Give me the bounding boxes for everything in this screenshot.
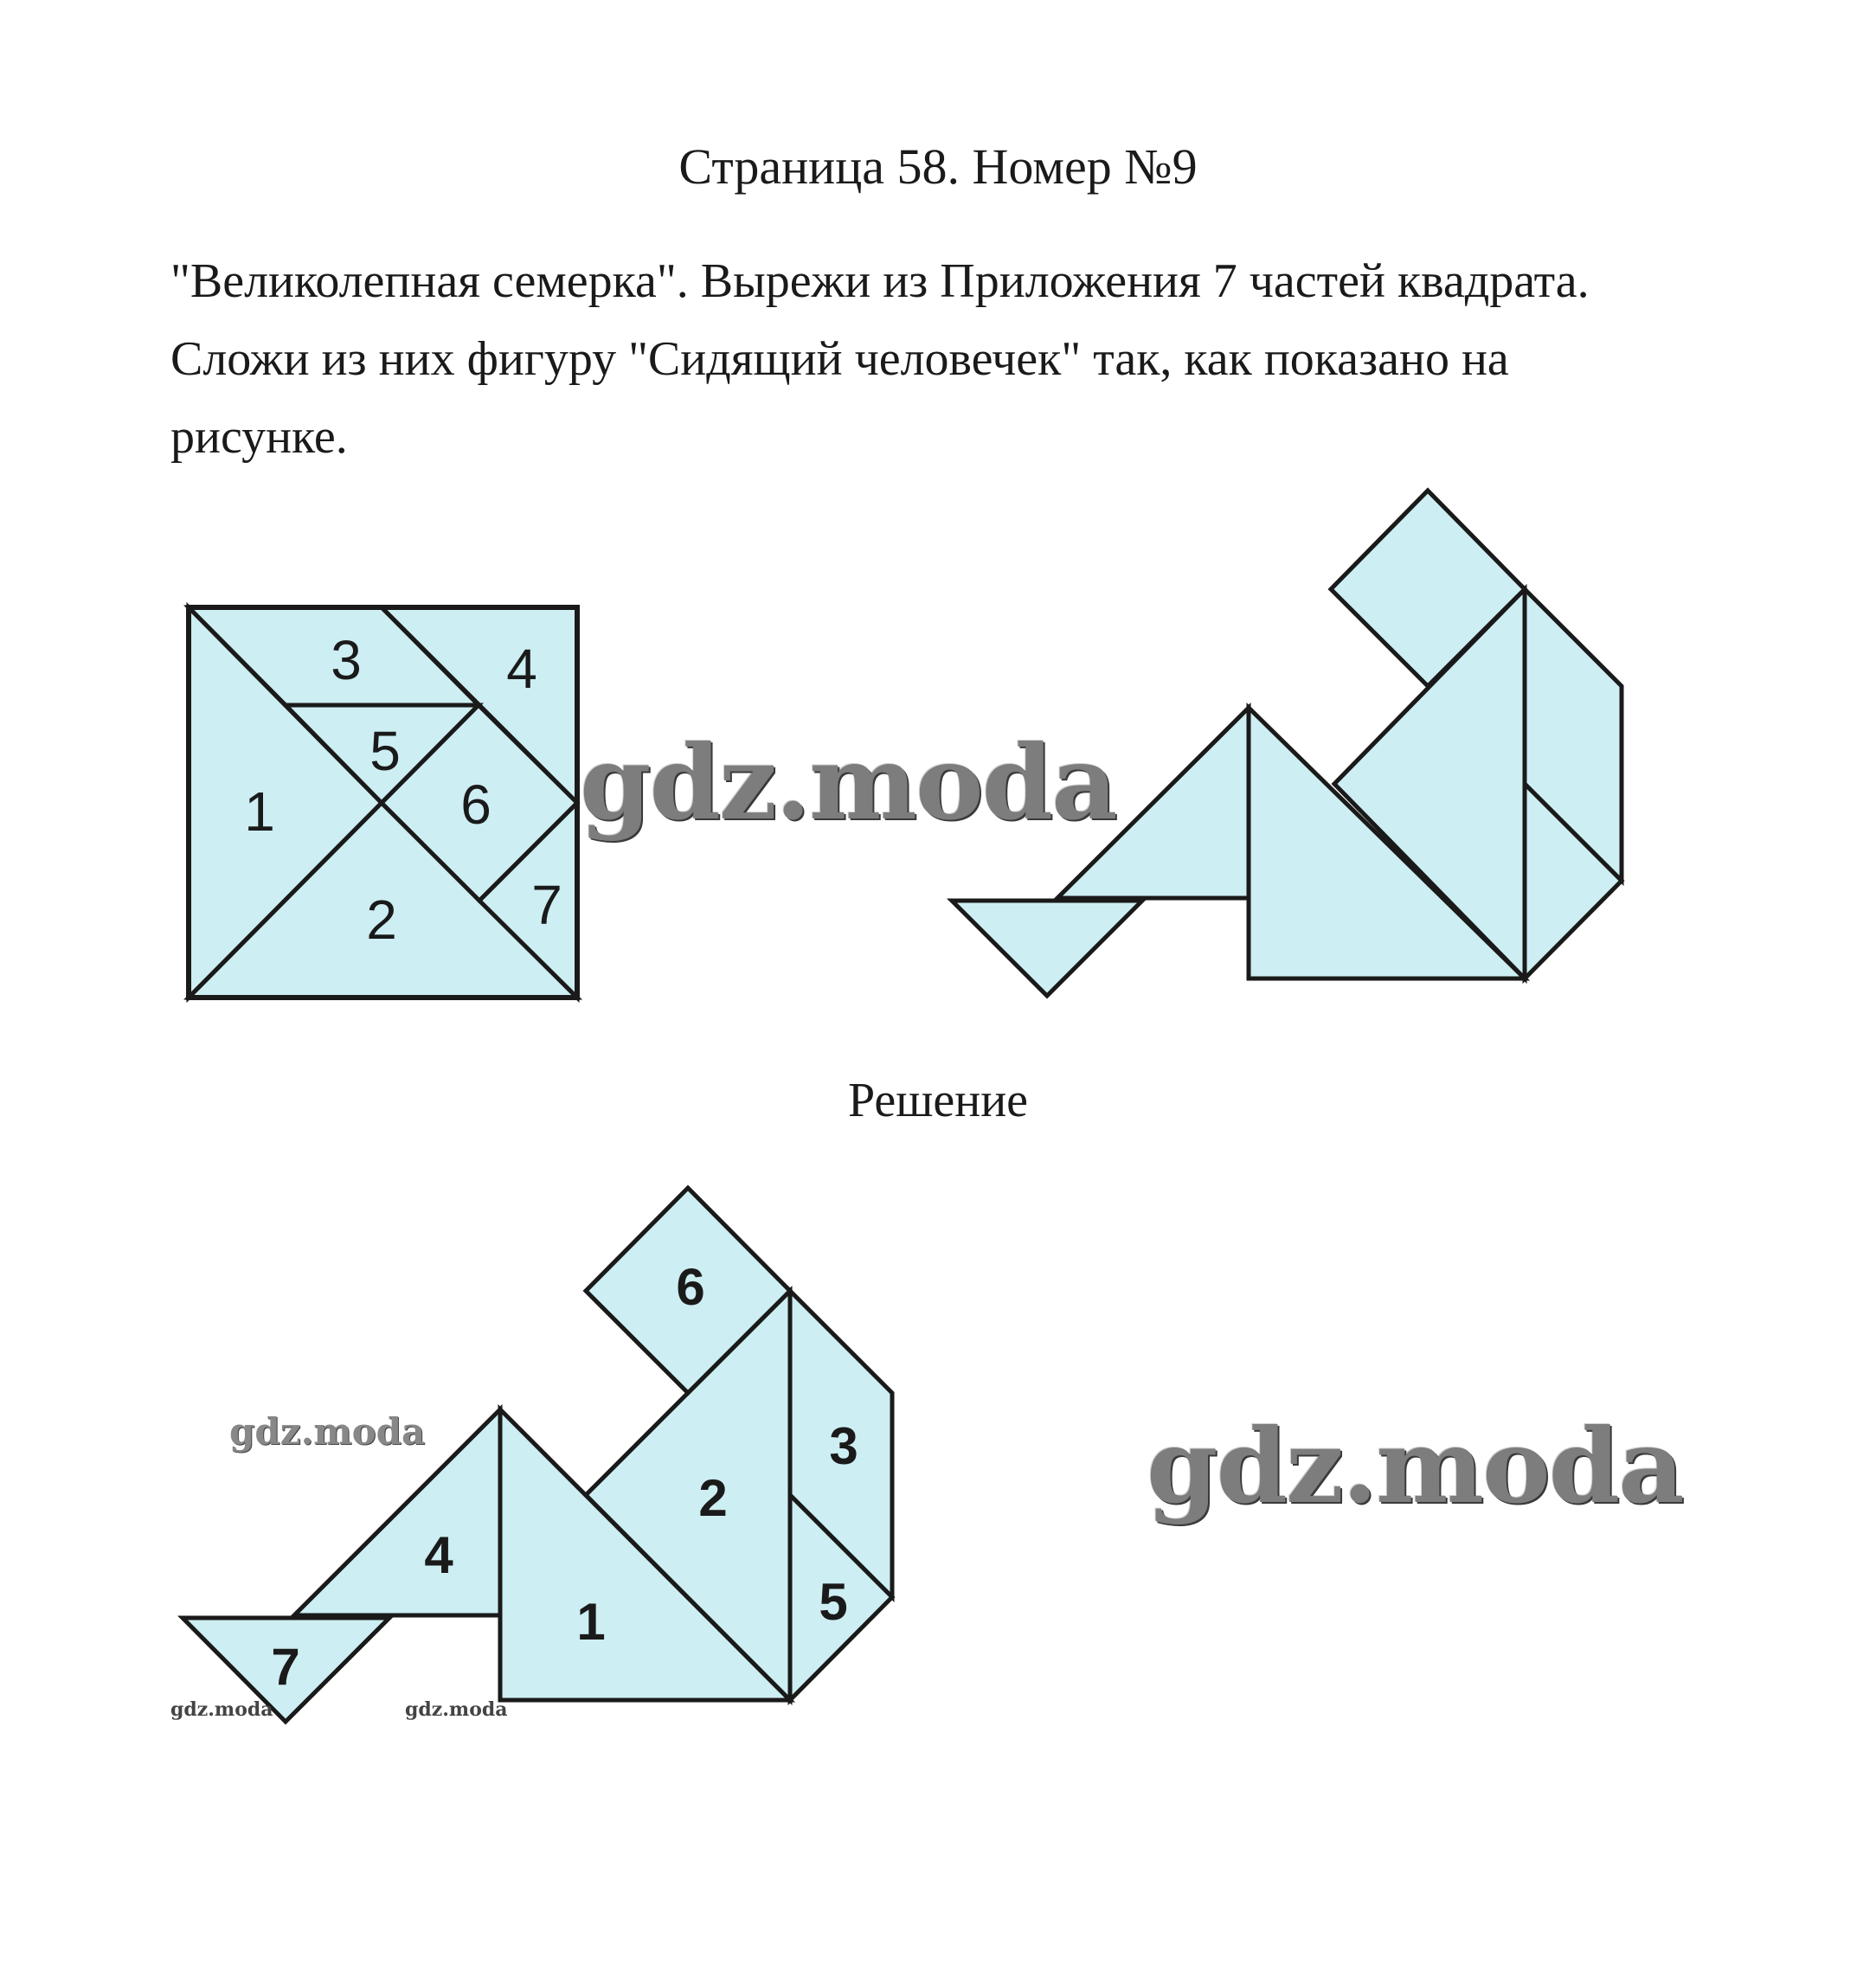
watermark-small-center: gdz.moda — [405, 1698, 508, 1721]
watermark-large-top: gdz.moda — [580, 722, 1118, 843]
watermark-large-right: gdz.moda — [1147, 1406, 1685, 1526]
example-piece-7 — [946, 898, 1148, 999]
solution-piece-7 — [177, 1615, 395, 1725]
square-label-3: 3 — [331, 629, 362, 691]
square-label-5: 5 — [369, 720, 401, 782]
solution-label-4: 4 — [424, 1526, 453, 1584]
square-label-1: 1 — [244, 780, 275, 843]
example-piece-5 — [1522, 778, 1625, 985]
task-line-2: Сложи из них фигуру "Сидящий человечек" … — [170, 332, 1509, 386]
example-piece-4 — [1051, 702, 1251, 901]
solution-figure: 1 2 3 4 5 6 7 — [177, 1184, 896, 1725]
square-label-2: 2 — [366, 889, 397, 951]
square-label-7: 7 — [531, 874, 562, 936]
task-line-3: рисунке. — [170, 410, 348, 464]
solution-title: Решение — [847, 1074, 1029, 1127]
square-label-4: 4 — [506, 638, 537, 700]
sitting-figure-example — [946, 487, 1625, 999]
solution-label-2: 2 — [698, 1469, 727, 1527]
solution-piece-6 — [582, 1184, 793, 1396]
solution-label-1: 1 — [576, 1593, 605, 1651]
solution-label-3: 3 — [829, 1417, 858, 1475]
solution-piece-5 — [787, 1489, 896, 1706]
solution-piece-4 — [288, 1403, 503, 1618]
page-title: Страница 58. Номер №9 — [678, 138, 1198, 195]
tangram-square: 1 2 3 4 5 6 7 — [183, 601, 583, 1004]
watermark-medium: gdz.moda — [229, 1410, 426, 1453]
task-line-1: "Великолепная семерка". Вырежи из Прилож… — [170, 254, 1590, 308]
solution-label-6: 6 — [676, 1258, 704, 1316]
example-piece-6 — [1327, 487, 1528, 690]
solution-label-5: 5 — [819, 1573, 847, 1631]
square-label-6: 6 — [460, 773, 491, 836]
task-text: "Великолепная семерка". Вырежи из Прилож… — [170, 242, 1745, 476]
watermark-small-left: gdz.moda — [170, 1698, 273, 1721]
solution-label-7: 7 — [271, 1638, 299, 1696]
square-outline — [186, 605, 580, 1000]
